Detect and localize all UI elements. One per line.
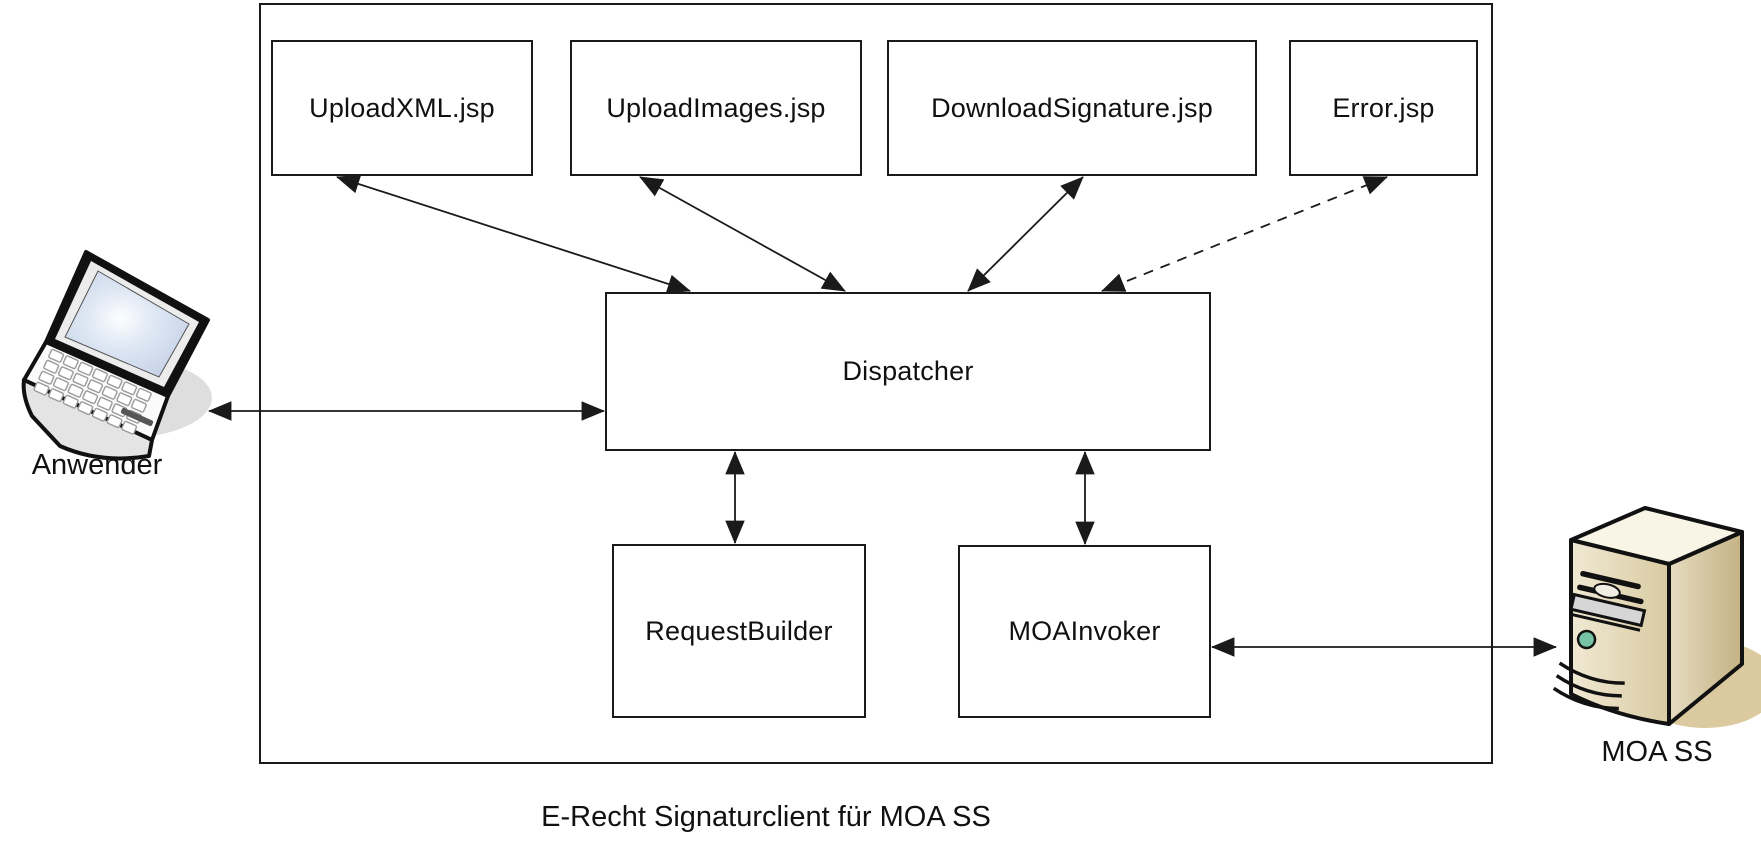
node-uploadimages-label: UploadImages.jsp	[606, 92, 826, 123]
node-downloadsignature-label: DownloadSignature.jsp	[931, 92, 1213, 123]
node-downloadsignature-jsp: DownloadSignature.jsp	[887, 40, 1257, 176]
node-moainvoker: MOAInvoker	[958, 545, 1211, 718]
diagram-caption: E-Recht Signaturclient für MOA SS	[541, 801, 991, 833]
node-requestbuilder-label: RequestBuilder	[645, 615, 833, 646]
node-dispatcher: Dispatcher	[605, 292, 1211, 451]
server-icon	[1552, 506, 1761, 728]
system-boundary-box	[259, 3, 1493, 764]
node-requestbuilder: RequestBuilder	[612, 544, 866, 718]
node-error-label: Error.jsp	[1332, 92, 1435, 123]
node-uploadxml-label: UploadXML.jsp	[309, 92, 495, 123]
node-error-jsp: Error.jsp	[1289, 40, 1478, 176]
laptop-icon	[21, 250, 212, 461]
node-uploadimages-jsp: UploadImages.jsp	[570, 40, 862, 176]
node-moainvoker-label: MOAInvoker	[1008, 616, 1161, 646]
node-dispatcher-label: Dispatcher	[842, 356, 974, 386]
moa-ss-label: MOA SS	[1601, 736, 1713, 768]
node-uploadxml-jsp: UploadXML.jsp	[271, 40, 533, 176]
anwender-label: Anwender	[31, 449, 163, 481]
